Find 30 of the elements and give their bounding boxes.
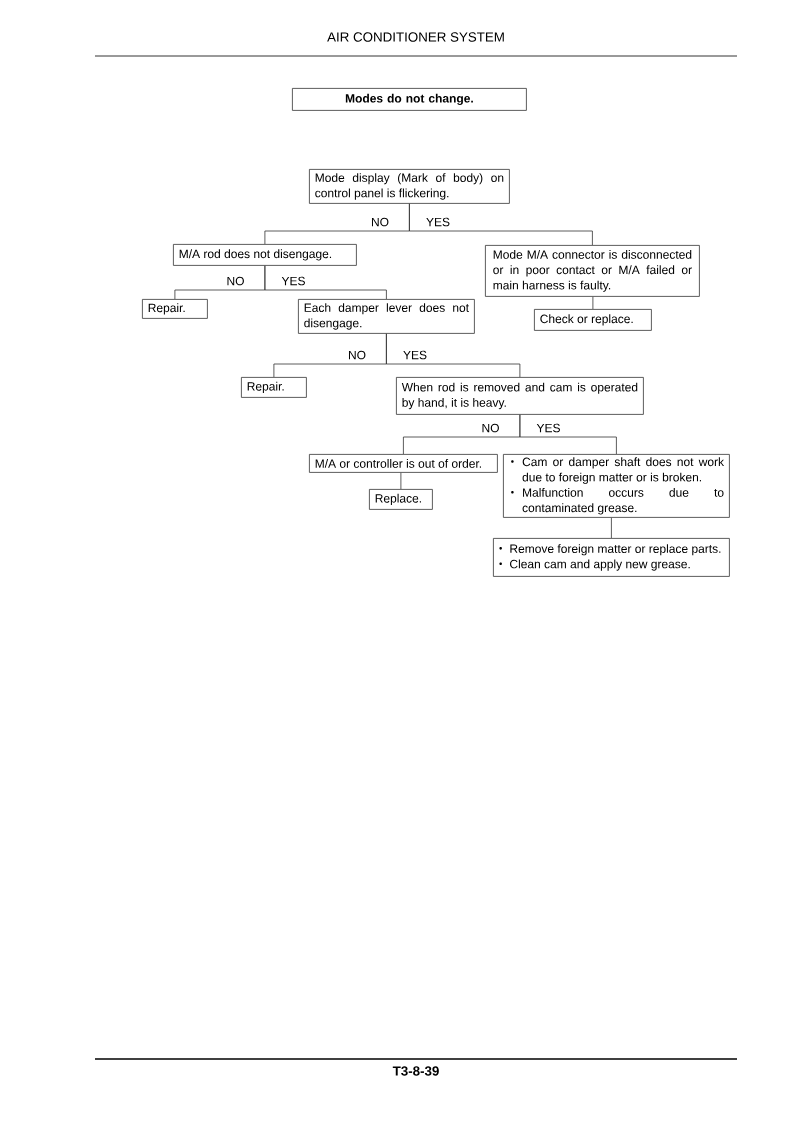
connector-line (264, 265, 387, 300)
page-number: T3-8-39 (392, 1066, 439, 1076)
process-box: Repair. (142, 299, 208, 319)
page-header: AIR CONDITIONER SYSTEM (327, 32, 504, 42)
process-box: Repair. (241, 377, 307, 398)
process-box: Cam or damper shaft does not work due to foreign matter or is broken. Malfunction occurs due to contaminated grease. (503, 454, 730, 518)
process-box: When rod is removed and cam is operated by hand, it is heavy. (396, 377, 644, 415)
connector-line (592, 296, 594, 310)
edge-label: NO (480, 422, 501, 434)
connector-line (409, 203, 593, 246)
edge-label: YES (401, 349, 429, 361)
edge-label: NO (225, 275, 246, 287)
connector-line (400, 472, 402, 490)
process-box: Replace. (369, 489, 433, 510)
connector-line (611, 517, 612, 539)
title-box: Modes do not change. (292, 88, 527, 111)
process-box: Mode M/A connector is disconnected or in poor contact or M/A failed or main harness is faulty. (485, 245, 700, 297)
edge-label: NO (369, 216, 391, 228)
connector-line (519, 414, 617, 455)
connector-line (386, 333, 521, 378)
process-box: M/A rod does not disengage. (173, 244, 357, 266)
process-box: M/A or controller is out of order. (309, 454, 498, 473)
edge-label: YES (280, 275, 307, 287)
process-box: Remove foreign matter or replace parts. Clean cam and apply new grease. (493, 538, 730, 577)
process-box: Mode display (Mark of body) on control panel is flickering. (309, 169, 510, 204)
process-box: Check or replace. (534, 309, 652, 331)
edge-label: YES (535, 422, 562, 434)
process-box: Each damper lever does not disengage. (298, 299, 475, 334)
edge-label: NO (346, 349, 368, 361)
edge-label: YES (424, 216, 452, 228)
